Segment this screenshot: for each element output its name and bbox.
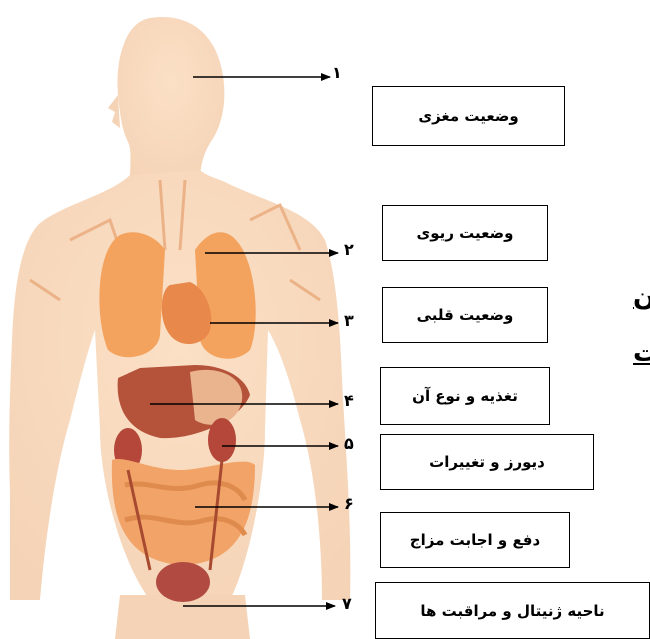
edge-text-top: ن bbox=[633, 282, 650, 312]
label-nutrition: تغذیه و نوع آن bbox=[380, 367, 550, 425]
bladder bbox=[156, 562, 210, 602]
label-number-3: ۳ bbox=[344, 311, 354, 330]
label-defecation: دفع و اجابت مزاج bbox=[380, 512, 570, 568]
label-number-6: ۶ bbox=[344, 494, 354, 513]
label-number-4: ۴ bbox=[344, 391, 354, 410]
label-genital-care: ناحیه ژنیتال و مراقبت ها bbox=[375, 582, 650, 639]
label-diuresis: دیورز و تغییرات bbox=[380, 434, 594, 490]
label-brain-status: وضعیت مغزی bbox=[372, 86, 565, 146]
label-number-5: ۵ bbox=[344, 434, 354, 453]
label-heart-status: وضعیت قلبی bbox=[382, 287, 548, 343]
label-lung-status: وضعیت ریوی bbox=[382, 205, 548, 261]
edge-text-bottom: ت bbox=[633, 338, 650, 368]
label-number-1: ۱ bbox=[332, 63, 342, 82]
label-number-2: ۲ bbox=[344, 240, 354, 259]
label-number-7: ۷ bbox=[342, 594, 352, 613]
right-kidney bbox=[208, 418, 236, 462]
